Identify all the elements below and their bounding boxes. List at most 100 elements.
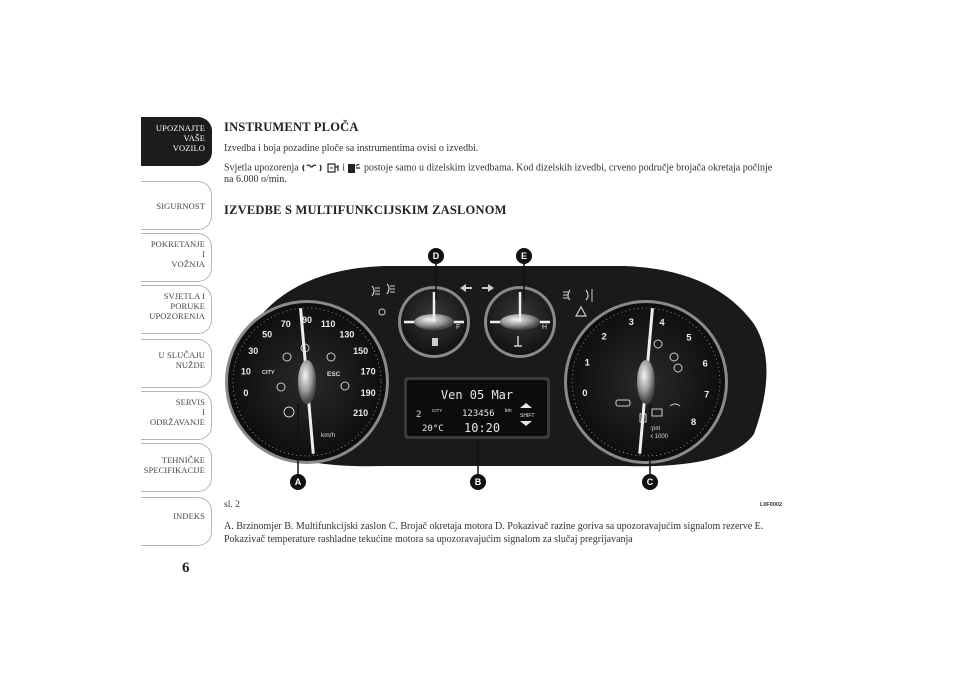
tab-tehnicke-specifikacije[interactable]: TEHNIČKE SPECIFIKACIJE [141,443,212,492]
coolant-icon [514,336,522,347]
shift-down-arrow-icon [520,421,532,426]
fuel-gauge: F [398,286,470,358]
turn-right-arrow-icon [482,284,494,292]
tab-label: INDEKS [173,511,205,521]
speedo-tick-label: 10 [241,366,251,376]
speedo-tick-label: 50 [262,330,272,340]
para2-and: i [342,161,345,173]
speedo-tick-label: 30 [248,346,258,356]
subsection-title: IZVEDBE S MULTIFUNKCIJSKIM ZASLONOM [224,203,507,217]
tacho-unit-x1000: x 1000 [650,434,669,440]
tacho-battery-icon [651,408,663,417]
fuel-pump-icon [432,338,438,346]
tab-label: U SLUČAJU NUŽDE [158,350,205,370]
tab-label: SERVIS I ODRŽAVANJE [149,397,205,427]
page-number: 6 [182,560,190,576]
tacho-icon-3 [669,352,679,362]
rear-fog-icon [585,289,593,302]
temp-hot-label: H [542,324,547,331]
turn-left-arrow-icon [460,284,472,292]
callout-b-label: B [475,477,482,487]
tab-u-slucaju-nuzde[interactable]: U SLUČAJU NUŽDE [141,339,212,388]
display-odometer: 123456 [462,409,495,419]
section-content: INSTRUMENT PLOČA Izvedba i boja pozadine… [224,120,784,187]
para2-start: Svjetla upozorenja [224,161,299,173]
glow-plug-icon [302,163,322,171]
display-gear-icon: 2 [416,410,421,420]
speedo-icon-3 [326,352,336,362]
tacho-icon-2 [673,363,683,373]
callout-e: E [516,248,532,264]
speedo-icon-1 [282,352,292,362]
shift-up-arrow-icon [520,403,532,408]
speedo-icon-5 [283,406,295,418]
tab-servis-i-odrzavanje[interactable]: SERVIS I ODRŽAVANJE [141,391,212,440]
multifunction-display: Ven 05 Mar 123456 km CITY 20°C 10:20 SHI… [404,377,550,439]
tachometer: 0 1 2 3 4 5 6 7 8 rpm x 1000 [564,300,728,464]
figure-code: L0F0002 [759,502,782,508]
tacho-unit-rpm: rpm [650,426,660,432]
tab-label: TEHNIČKE SPECIFIKACIJE [143,455,205,475]
speedo-tick-label: 0 [243,388,248,398]
display-time: 10:20 [464,421,500,435]
callout-c: C [642,474,658,490]
rear-fog-light-icon [563,289,571,301]
tacho-oil-icon [615,399,631,407]
section-title: INSTRUMENT PLOČA [224,120,359,134]
tacho-hub [637,360,655,404]
tachometer-tick-labels: 0 1 2 3 4 5 6 7 8 [582,317,709,428]
figure-caption-row: sl. 2 L0F0002 [224,500,782,512]
tab-sigurnost[interactable]: SIGURNOST [141,181,212,230]
tacho-tick-label: 5 [686,333,692,344]
water-in-fuel-icon [327,162,339,173]
display-temp: 20°C [422,424,444,434]
dpf-fuel-filter-icon [348,163,361,173]
tab-label: POKRETANJE I VOŽNJA [150,239,205,269]
tacho-tick-label: 6 [702,359,707,370]
fuel-full-label: F [456,324,460,331]
display-odo-unit: km [505,408,512,414]
tacho-tick-label: 2 [601,332,606,343]
tacho-tick-label: 7 [704,389,709,400]
tab-svjetla-i-poruke[interactable]: SVJETLA I PORUKE UPOZORENJA [141,285,212,334]
figure-legend: A. Brzinomjer B. Multifunkcijski zaslon … [224,521,764,545]
tab-pokretanje-i-voznja[interactable]: POKRETANJE I VOŽNJA [141,233,212,282]
temperature-gauge: H [484,286,556,358]
tab-indeks[interactable]: INDEKS [141,497,212,546]
callout-a-label: A [295,477,302,487]
tacho-tick-label: 3 [629,317,634,328]
tacho-oil-level-icon [669,403,681,407]
speedo-tick-label: 170 [361,366,376,376]
tab-label: SIGURNOST [156,201,205,211]
speedo-city-label: CITY [262,370,275,376]
figure-number: sl. 2 [224,500,240,510]
speedo-tick-label: 210 [353,408,368,418]
tab-label: SVJETLA I PORUKE UPOZORENJA [149,291,205,321]
para2-end: postoje samo u dizelskim izvedbama. Kod … [224,161,773,186]
speedo-tick-label: 130 [339,330,354,340]
callout-a: A [290,474,306,490]
tacho-tick-label: 8 [691,417,696,428]
callout-e-label: E [521,251,527,261]
tab-upoznajte-vase-vozilo[interactable]: UPOZNAJTE VAŠE VOZILO [141,117,212,166]
display-shift-label: SHIFT [520,413,534,419]
warning-triangle-icon [574,305,588,317]
speedo-tick-label: 190 [361,388,376,398]
speedo-tick-label: 70 [281,319,291,329]
speedo-hub [298,360,316,404]
display-date: Ven 05 Mar [441,388,513,402]
callout-c-label: C [647,477,654,487]
tacho-tick-label: 4 [659,317,665,328]
tacho-tick-label: 0 [582,388,587,399]
speedo-icon-4 [276,382,286,392]
tacho-tick-label: 1 [585,357,591,368]
sidelight-icon [378,308,386,316]
tab-label: UPOZNAJTE VAŠE VOZILO [155,123,205,153]
speedo-icon-6 [340,381,350,391]
tacho-icon-1 [653,339,663,349]
callout-d-label: D [433,251,440,261]
callout-b: B [470,474,486,490]
